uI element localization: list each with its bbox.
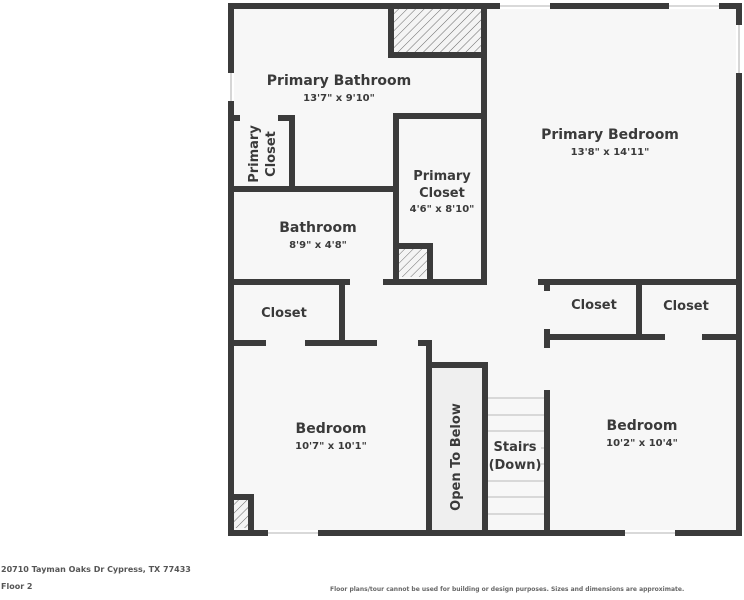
room-label: Primary [413,169,471,184]
room-label: Bathroom [279,220,357,236]
room-label-line2: Closet [419,186,465,201]
room-primary-bathroom: Primary Bathroom 13'7" x 9'10" [267,73,411,104]
windows [228,3,742,536]
room-closet-mid: Closet [571,298,617,313]
room-bathroom: Bathroom 8'9" x 4'8" [279,220,357,251]
room-bedroom-right: Bedroom 10'2" x 10'4" [606,418,678,449]
open-to-below-area [432,368,483,530]
room-primary-closet-small: Primary Closet [247,125,279,183]
room-label: Open To Below [449,403,464,511]
room-stairs: Stairs (Down) [488,437,541,475]
room-closet-right: Closet [663,299,709,314]
floor-label: Floor 2 [1,582,33,591]
room-dimensions: 13'8" x 14'11" [571,147,650,158]
room-label: Closet [571,298,617,313]
room-label: Bedroom [607,418,678,434]
room-label: Closet [261,306,307,321]
room-label: Stairs [494,440,537,455]
chase-hatch-top [393,9,484,52]
room-label: Bedroom [296,421,367,437]
room-label: Primary Bathroom [267,73,411,89]
room-dimensions: 10'2" x 10'4" [606,438,678,449]
room-label: Primary [247,125,262,183]
room-dimensions: 13'7" x 9'10" [303,93,375,104]
room-primary-closet: Primary Closet 4'6" x 8'10" [410,169,475,215]
room-dimensions: 8'9" x 4'8" [289,240,347,251]
room-dimensions: 4'6" x 8'10" [410,204,475,215]
room-bedroom-left: Bedroom 10'7" x 10'1" [295,421,367,452]
chase-hatch-bedroom [233,498,248,528]
room-label-line2: (Down) [489,458,542,473]
room-primary-bedroom: Primary Bedroom 13'8" x 14'11" [541,127,679,158]
property-address: 20710 Tayman Oaks Dr Cypress, TX 77433 [1,565,191,574]
room-open-to-below: Open To Below [449,403,464,511]
room-closet-left: Closet [261,306,307,321]
room-label: Closet [663,299,709,314]
room-label: Primary Bedroom [541,127,679,143]
room-dimensions: 10'7" x 10'1" [295,441,367,452]
room-label-line2: Closet [264,131,279,177]
walls [228,3,742,536]
chase-hatch-closet [399,249,427,277]
disclaimer-text: Floor plans/tour cannot be used for buil… [330,586,685,593]
